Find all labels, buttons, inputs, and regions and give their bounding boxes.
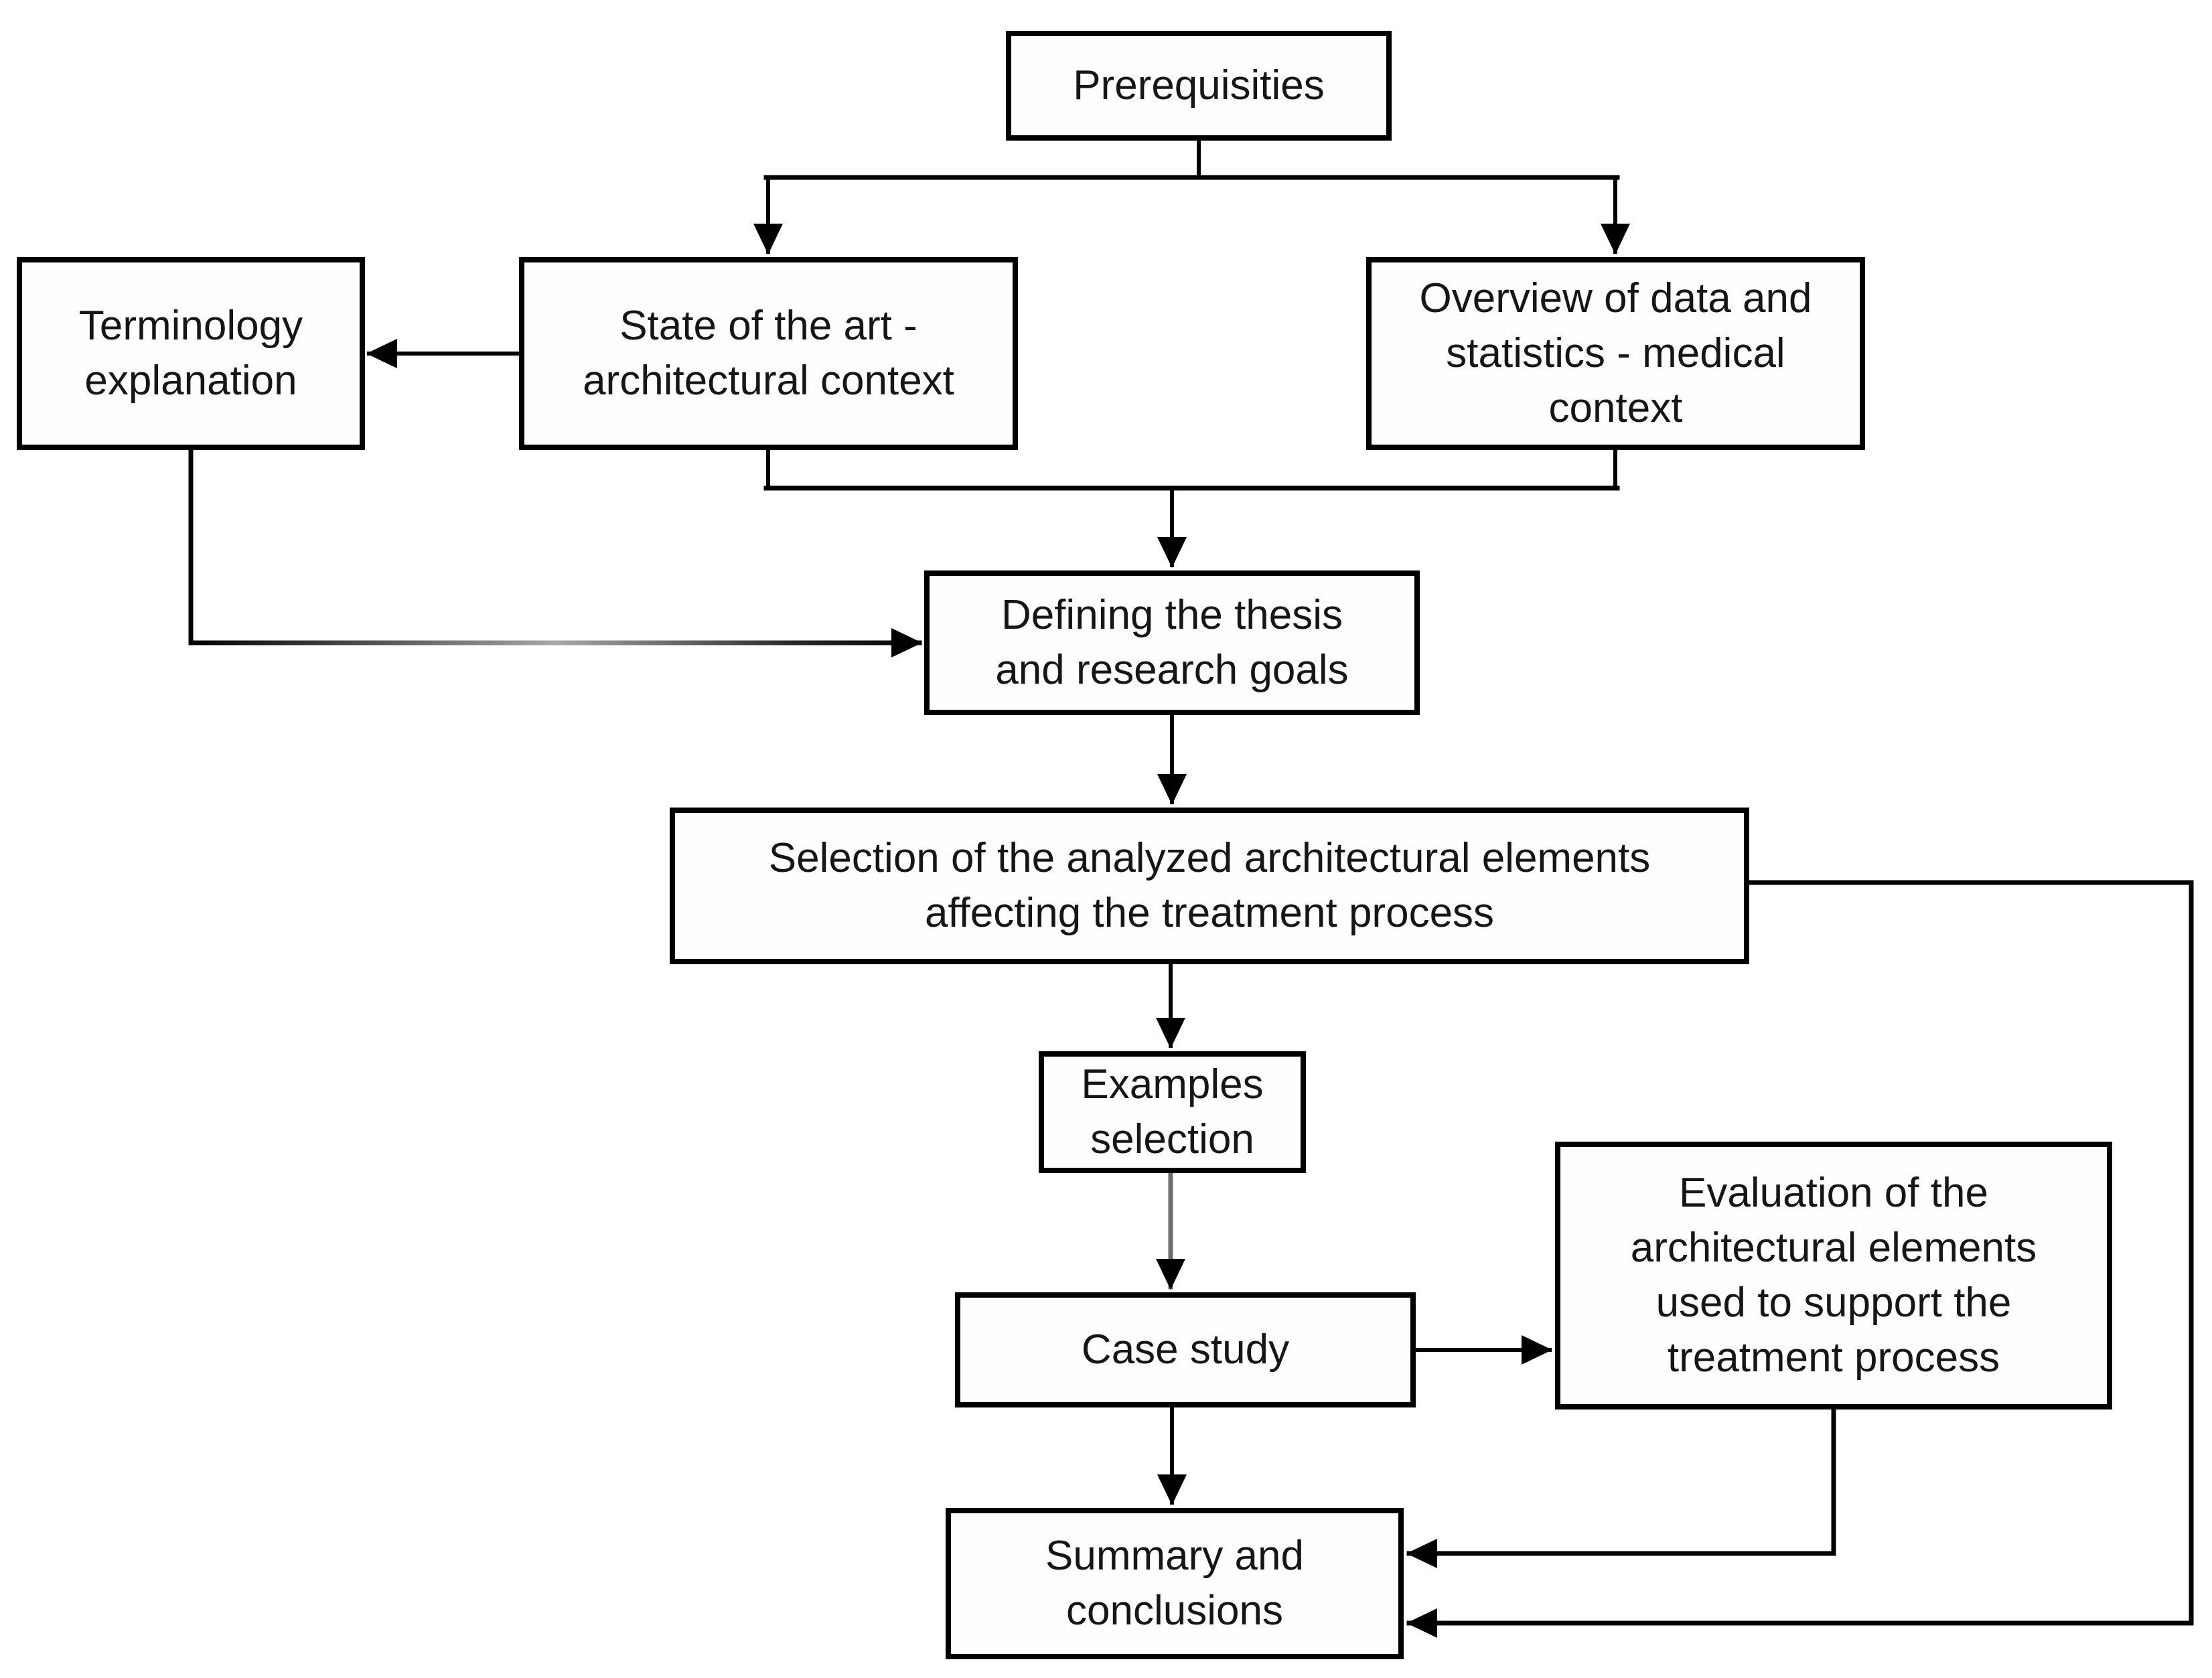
edge-terminology-to-defining [188,447,922,658]
node-selection-elements: Selection of the analyzed architectural … [670,808,1749,964]
node-overview-data: Overview of data and statistics - medica… [1366,257,1865,450]
node-defining-thesis: Defining the thesis and research goals [924,570,1420,715]
node-summary: Summary and conclusions [946,1508,1404,1659]
edge-selection-to-summary [1406,880,2194,1638]
edge-evaluation-to-summary [1406,1407,1836,1568]
node-prerequisites: Prerequisities [1006,31,1392,141]
node-state-of-the-art: State of the art - architectural context [519,257,1018,450]
node-examples-selection: Examples selection [1039,1051,1306,1173]
node-evaluation: Evaluation of the architectural elements… [1555,1142,2112,1409]
node-case-study: Case study [955,1292,1416,1407]
node-terminology: Terminology explanation [17,257,365,450]
